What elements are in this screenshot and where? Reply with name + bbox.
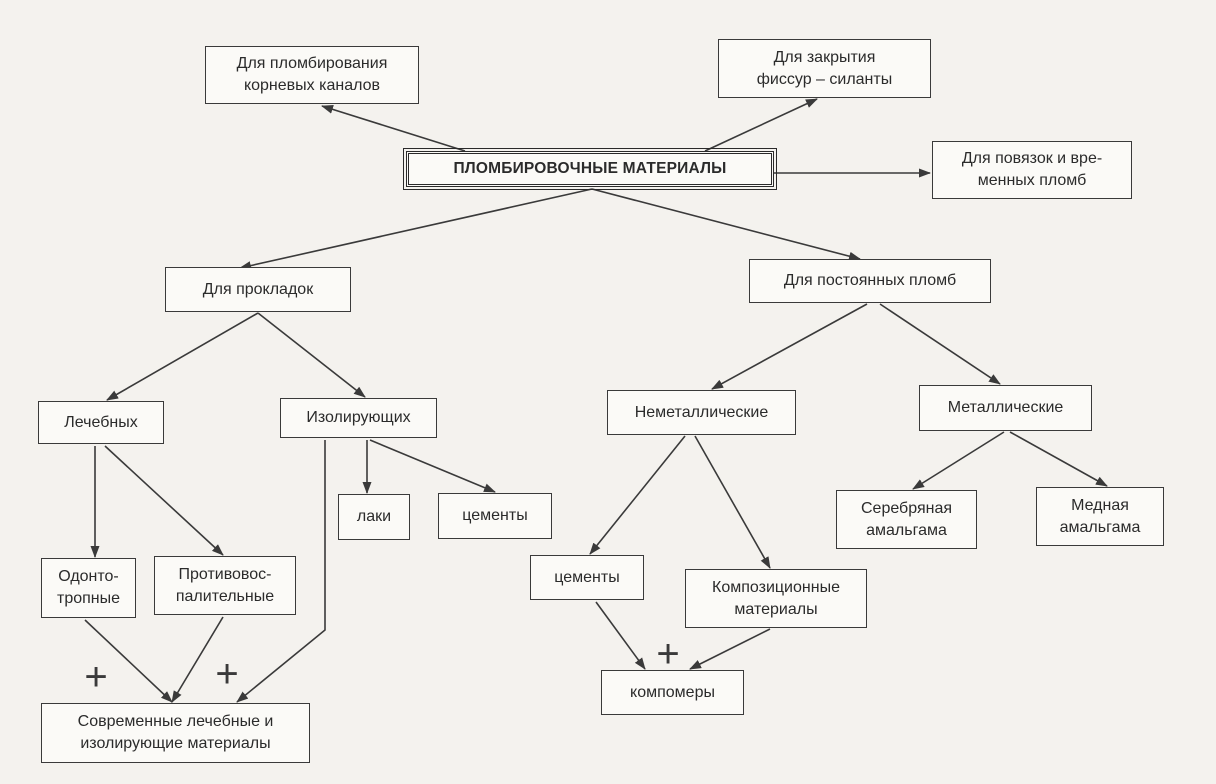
node-root-canals: Для пломбирования корневых каналов xyxy=(205,46,419,104)
node-composites: Композиционные материалы xyxy=(685,569,867,628)
connector-liners-to-therapeutic xyxy=(106,312,259,401)
node-silver-amalgam: Серебряная амальгама xyxy=(836,490,977,549)
node-permanent: Для постоянных пломб xyxy=(749,259,991,303)
connector-metallic-to-silver-amalgam xyxy=(912,431,1005,490)
connector-liners-to-insulating xyxy=(257,312,366,398)
connector-metallic-to-copper-amalgam xyxy=(1009,431,1108,487)
plus-sign-right: + xyxy=(656,632,680,676)
node-varnishes: лаки xyxy=(338,494,410,540)
connector-permanent-to-metallic xyxy=(879,303,1001,385)
connector-therapeutic-to-antiinflammatory xyxy=(104,445,224,556)
node-modern: Современные лечебные и изолирующие матер… xyxy=(41,703,310,763)
node-metallic: Металлические xyxy=(919,385,1092,431)
connector-nonmetallic-to-composites xyxy=(694,435,771,569)
node-therapeutic: Лечебных xyxy=(38,401,164,444)
connector-composites-to-compomers xyxy=(689,628,771,670)
node-compomers: компомеры xyxy=(601,670,744,715)
connector-nonmetallic-to-cements-perm xyxy=(589,435,686,555)
connector-insulating-to-cements-liner xyxy=(369,439,496,493)
node-temporary: Для повязок и вре- менных пломб xyxy=(932,141,1132,199)
connector-root-to-fissures xyxy=(704,98,818,152)
node-root: ПЛОМБИРОВОЧНЫЕ МАТЕРИАЛЫ xyxy=(403,148,777,190)
plus-sign-left: + xyxy=(84,655,108,699)
connector-cements-perm-to-compomers xyxy=(595,601,646,670)
connector-root-to-liners xyxy=(239,188,593,270)
connector-odontotropic-to-modern xyxy=(84,619,173,703)
node-antiinflammatory: Противовос- палительные xyxy=(154,556,296,615)
node-odontotropic: Одонто- тропные xyxy=(41,558,136,618)
connector-insulating-to-modern xyxy=(236,440,326,703)
connector-root-to-root-canals xyxy=(321,105,466,152)
connector-permanent-to-nonmetallic xyxy=(711,303,868,390)
connector-root-to-permanent xyxy=(591,188,861,261)
plus-sign-middle: + xyxy=(215,652,239,696)
node-insulating: Изолирующих xyxy=(280,398,437,438)
connector-antiinflammatory-to-modern xyxy=(171,616,224,703)
node-nonmetallic: Неметаллические xyxy=(607,390,796,435)
node-liners: Для прокладок xyxy=(165,267,351,312)
node-copper-amalgam: Медная амальгама xyxy=(1036,487,1164,546)
node-cements-perm: цементы xyxy=(530,555,644,600)
node-fissures: Для закрытия фиссур – силанты xyxy=(718,39,931,98)
node-cements-liner: цементы xyxy=(438,493,552,539)
